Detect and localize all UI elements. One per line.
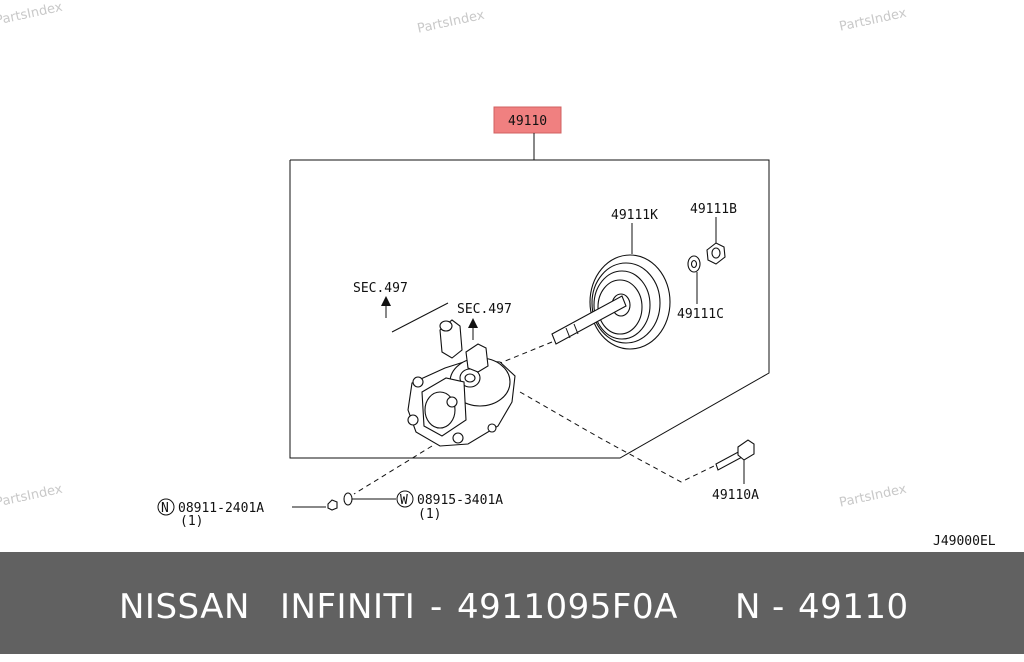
footer-brand2: INFINITI bbox=[280, 587, 416, 627]
sec-left-label[interactable]: SEC.497 bbox=[353, 281, 408, 296]
bolt bbox=[715, 439, 755, 471]
main-part-highlight[interactable] bbox=[493, 106, 562, 134]
nut-label[interactable]: 49111B bbox=[690, 202, 737, 217]
footer-bar: NISSAN INFINITI - 4911095F0A N - 49110 bbox=[0, 552, 1024, 654]
sec-right-label[interactable]: SEC.497 bbox=[457, 302, 512, 317]
diagram-code: J49000EL bbox=[933, 534, 996, 549]
nut bbox=[706, 242, 726, 265]
nut-qty-label: (1) bbox=[180, 514, 203, 529]
bolt-label[interactable]: 49110A bbox=[712, 488, 759, 503]
footer-dash1: - bbox=[430, 587, 443, 627]
footer-brand1: NISSAN bbox=[119, 587, 250, 627]
main-part-label[interactable]: 49110 bbox=[508, 114, 547, 129]
nut-prefix: N bbox=[161, 501, 169, 516]
nut-small bbox=[327, 499, 338, 511]
nut-prefix-circle bbox=[157, 498, 175, 516]
parts-diagram: 49110 bbox=[157, 106, 996, 549]
assembly-outline bbox=[289, 159, 770, 459]
footer-ref: 49110 bbox=[798, 587, 909, 627]
pulley bbox=[551, 254, 671, 350]
pulley-label[interactable]: 49111K bbox=[611, 208, 658, 223]
footer-prefix: N bbox=[735, 587, 761, 627]
washer-label[interactable]: 49111C bbox=[677, 307, 724, 322]
power-steering-pump bbox=[407, 319, 516, 447]
washer-part-label[interactable]: 08915-3401A bbox=[417, 493, 503, 508]
washer-prefix-circle bbox=[396, 490, 414, 508]
washer-prefix: W bbox=[400, 493, 408, 508]
washer-small bbox=[343, 492, 353, 506]
footer-dash2: - bbox=[772, 587, 785, 627]
footer-part-number: 4911095F0A bbox=[457, 587, 678, 627]
footer-text: NISSAN INFINITI - 4911095F0A N - 49110 bbox=[0, 552, 1024, 654]
washer-qty-label: (1) bbox=[418, 507, 441, 522]
nut-part-label[interactable]: 08911-2401A bbox=[178, 501, 264, 516]
